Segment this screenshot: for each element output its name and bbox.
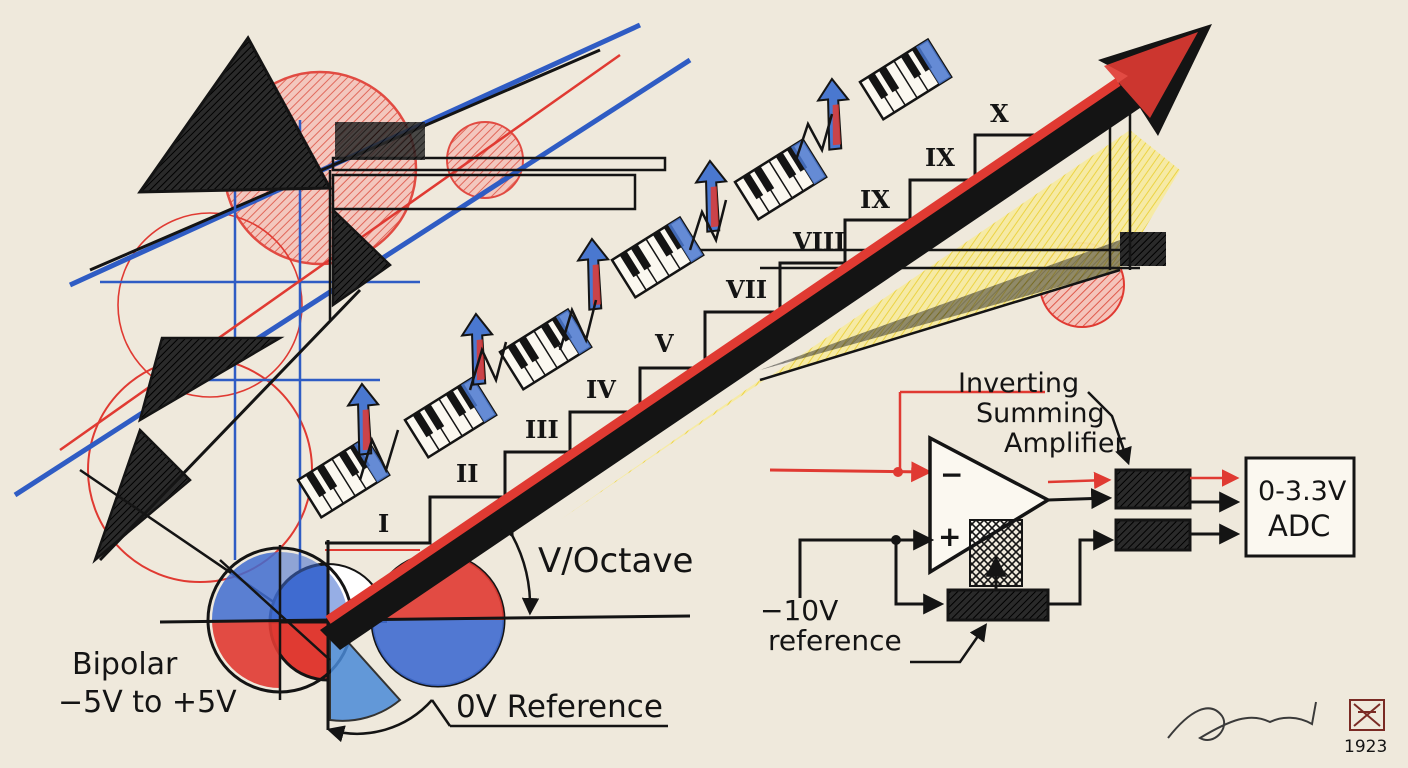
step-labels: I II III IV V VII VIII IX IX X xyxy=(378,99,1009,538)
adc-label-line1: 0-3.3V xyxy=(1258,476,1347,507)
zero-reference-label: 0V Reference xyxy=(456,689,663,725)
step-label: I xyxy=(378,509,389,538)
step-label: VII xyxy=(725,275,767,304)
amp-label-line1: Inverting xyxy=(958,368,1079,399)
amp-label-line2: Summing xyxy=(976,398,1105,429)
reference-label-line1: −10V xyxy=(760,594,838,627)
voltage-staircase xyxy=(325,133,1040,551)
bipolar-range-label: −5V to +5V xyxy=(58,685,237,720)
op-amp-minus: − xyxy=(940,458,963,491)
up-arrow-icon xyxy=(459,311,499,387)
labels: V/Octave Bipolar −5V to +5V 0V Reference… xyxy=(58,368,1347,725)
step-label: X xyxy=(990,99,1009,128)
bipolar-label: Bipolar xyxy=(72,647,178,682)
circuit-diagram: − + xyxy=(769,390,1356,664)
piano-sequence xyxy=(296,38,953,519)
step-label: II xyxy=(456,459,478,488)
v-octave-arrow xyxy=(320,24,1212,650)
yellow-wedge xyxy=(560,112,1180,520)
bipolar-circles xyxy=(159,540,691,730)
piano-keys-icon xyxy=(610,216,705,299)
adc-label-line2: ADC xyxy=(1268,509,1330,543)
amp-label-line3: Amplifier xyxy=(1004,428,1127,459)
op-amp-plus: + xyxy=(938,520,961,553)
reference-label-line2: reference xyxy=(768,624,902,657)
year-label: 1923 xyxy=(1344,737,1387,757)
background-construction xyxy=(13,22,1125,622)
step-label: V xyxy=(654,329,674,358)
step-label: III xyxy=(525,415,559,444)
step-label: VIII xyxy=(792,227,845,256)
piano-keys-icon xyxy=(733,138,828,221)
artist-signature: 1923 xyxy=(1167,699,1387,757)
step-label: IX xyxy=(925,143,955,172)
piano-keys-icon xyxy=(403,376,498,459)
piano-keys-icon xyxy=(858,38,953,121)
up-arrow-icon xyxy=(345,381,385,457)
zero-reference-pointer xyxy=(326,699,668,743)
up-arrow-icon xyxy=(575,236,615,312)
signature-monogram-icon xyxy=(1349,699,1385,731)
adc-box xyxy=(1244,456,1356,558)
v-octave-label: V/Octave xyxy=(538,541,693,581)
step-label: IX xyxy=(860,185,890,214)
signature xyxy=(1167,701,1317,741)
up-arrow-icon xyxy=(815,76,855,152)
step-label: IV xyxy=(586,375,616,404)
